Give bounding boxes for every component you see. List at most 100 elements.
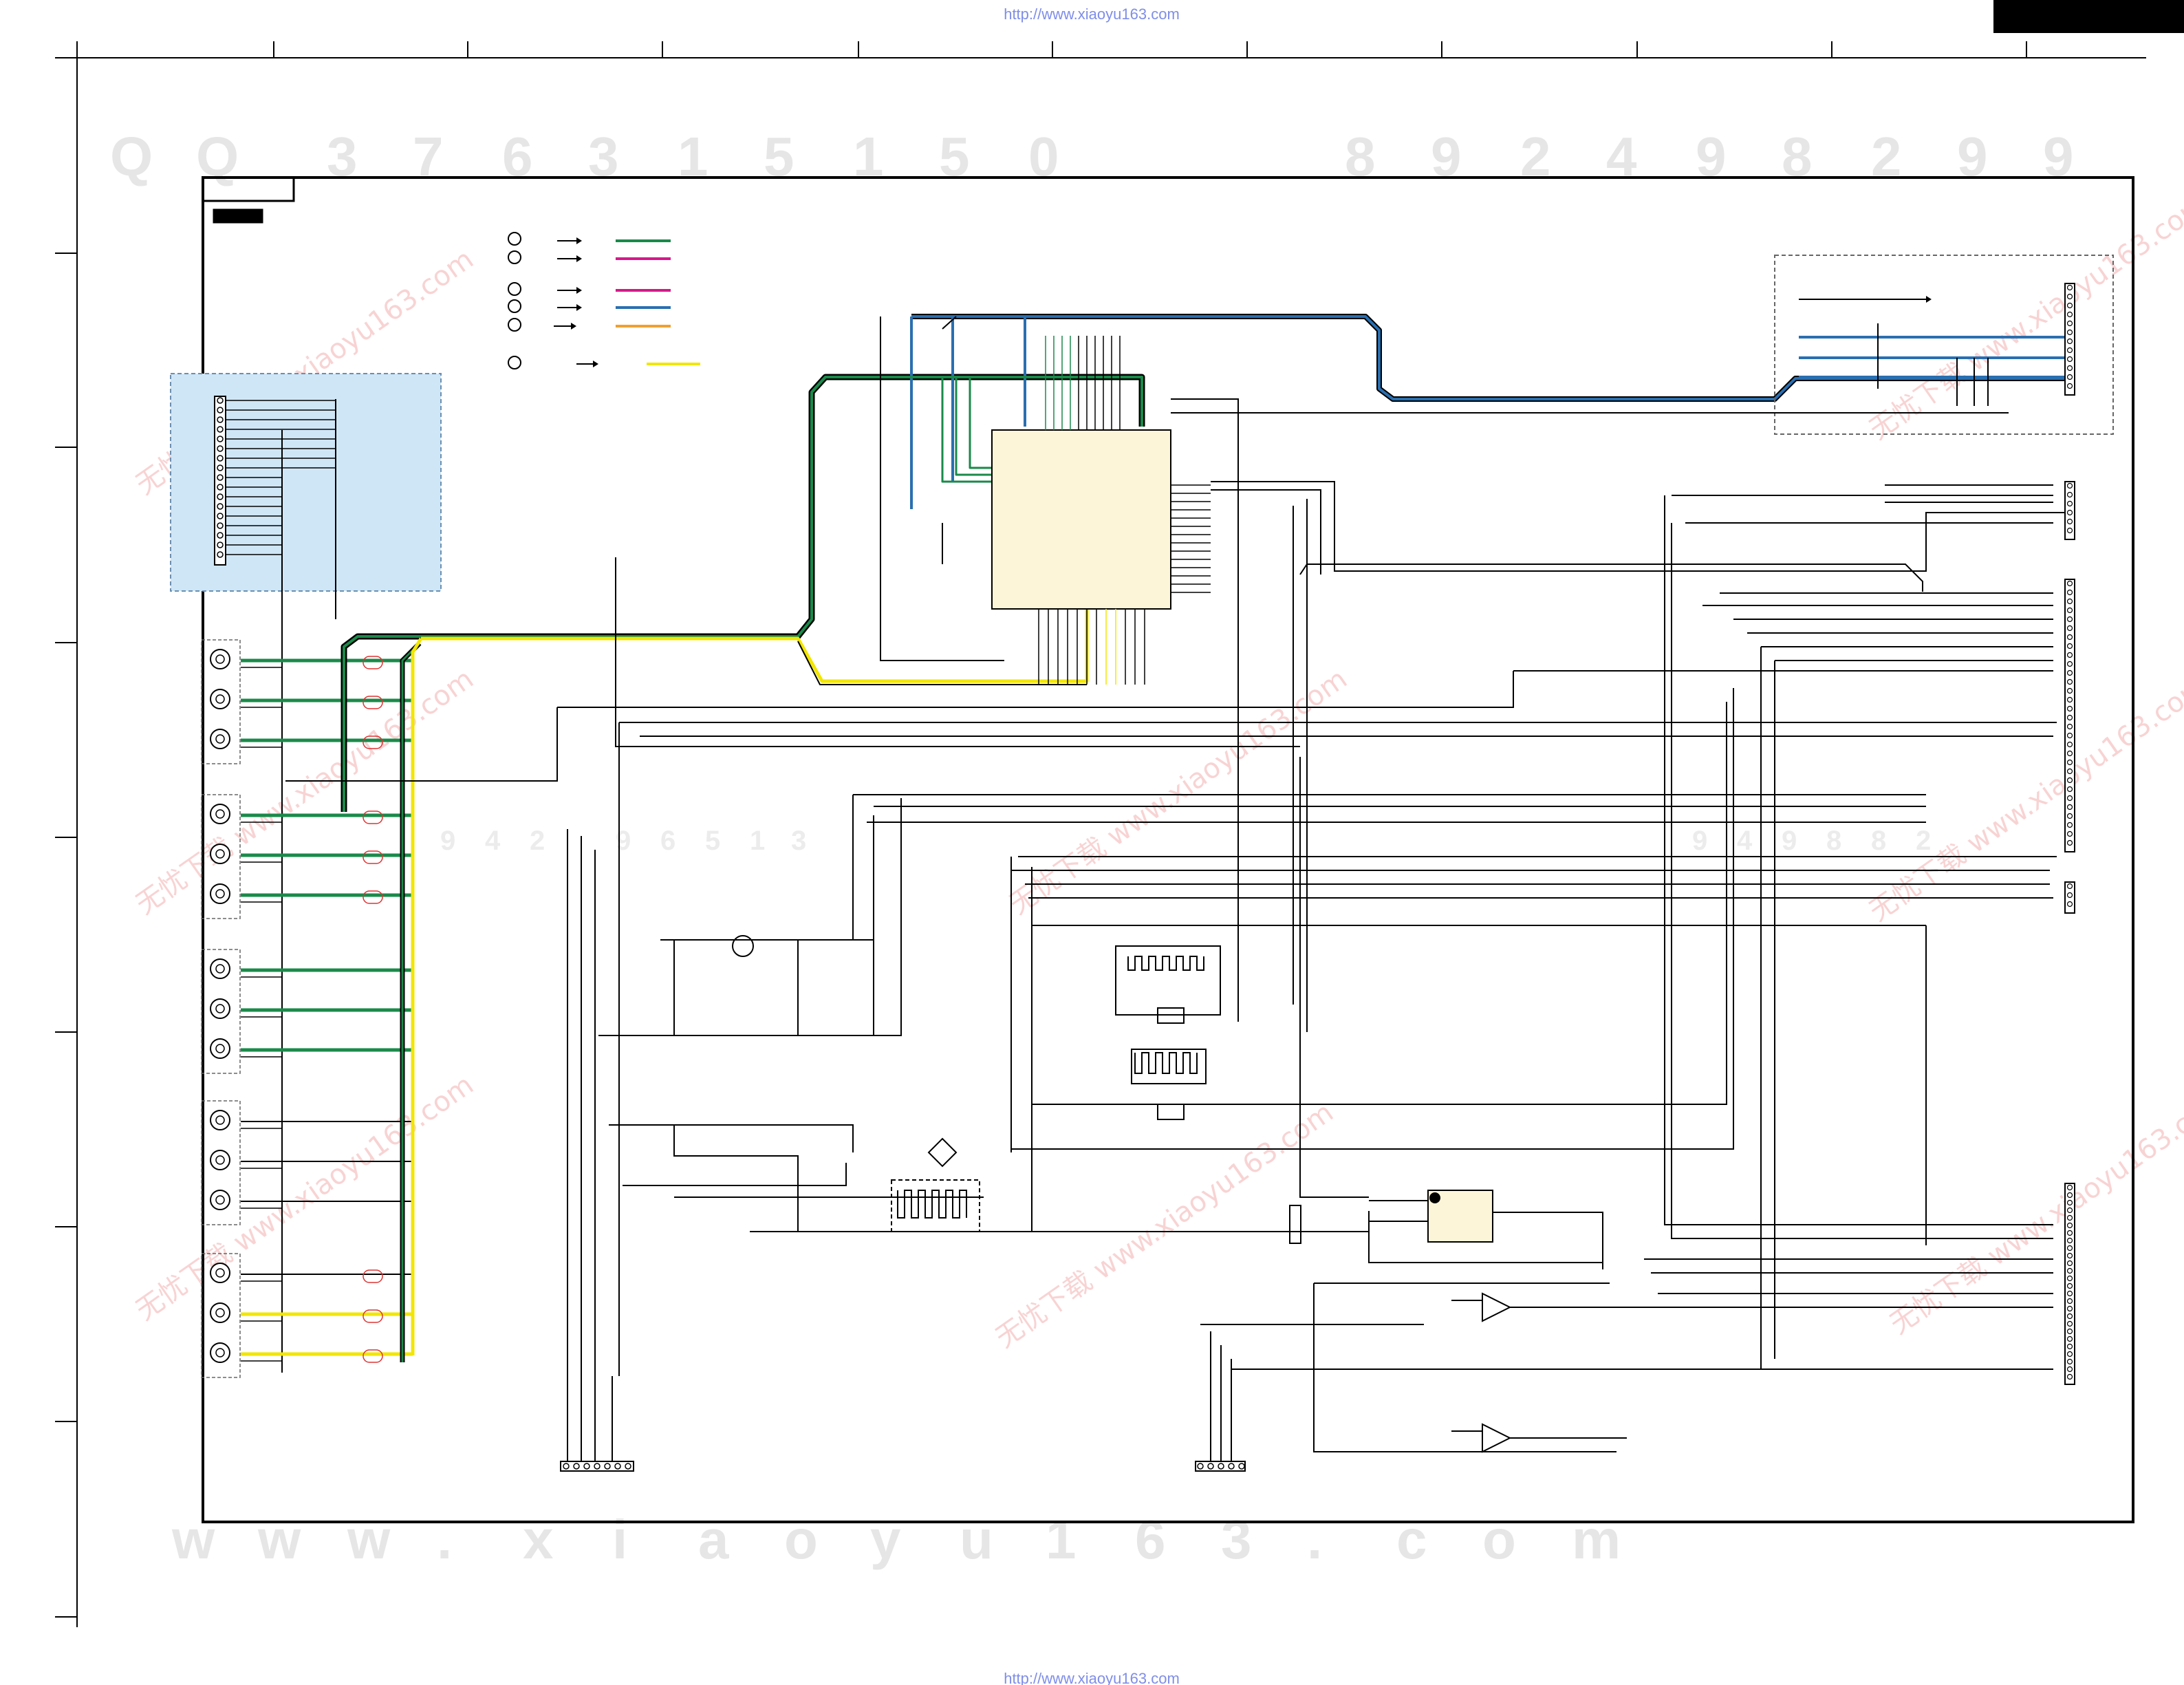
connector-pin <box>2066 768 2073 775</box>
svg-text:无忧下载 www.xiaoyu163.com: 无忧下载 www.xiaoyu163.com <box>1884 1083 2184 1340</box>
connector-pin <box>2066 338 2073 345</box>
connector-pin <box>2066 839 2073 846</box>
connector-pin <box>217 407 224 414</box>
red-annotation <box>363 850 383 864</box>
connector-pin <box>2066 1252 2073 1259</box>
connector-pin <box>2066 1290 2073 1297</box>
right-connectors <box>2064 283 2075 1385</box>
connector-pin <box>2066 1222 2073 1229</box>
svg-text:无忧下载 www.xiaoyu163.com: 无忧下载 www.xiaoyu163.com <box>1863 189 2184 446</box>
svg-text:y: y <box>870 1509 942 1570</box>
header-url[interactable]: http://www.xiaoyu163.com <box>1004 6 1180 23</box>
rca-jack-center <box>215 1195 225 1205</box>
svg-text:u: u <box>960 1509 1035 1570</box>
svg-text:无忧下载 www.xiaoyu163.com: 无忧下载 www.xiaoyu163.com <box>1863 670 2184 927</box>
right-top-connector-box <box>1774 255 2114 435</box>
connector-pin <box>2066 634 2073 641</box>
red-annotation <box>363 656 383 669</box>
connector-pin <box>2066 365 2073 372</box>
connector-pin <box>2066 302 2073 309</box>
connector-pin <box>2066 500 2073 507</box>
connector-pin <box>2066 607 2073 614</box>
wire <box>1299 564 1923 592</box>
connector-pin <box>2066 1199 2073 1206</box>
footer-url[interactable]: http://www.xiaoyu163.com <box>1004 1670 1180 1685</box>
svg-text:3: 3 <box>791 826 834 856</box>
ic-pins <box>1038 336 1211 685</box>
connector-pin <box>1238 1463 1245 1470</box>
svg-text:w: w <box>257 1509 342 1570</box>
legend-item <box>508 250 671 264</box>
connector-pin <box>217 551 224 558</box>
connector-pin <box>2066 643 2073 650</box>
watermark-mid-digits: 9 4 2 9 6 5 1 3 9 4 9 8 8 2 <box>440 826 1931 856</box>
connector-pin <box>217 426 224 433</box>
connector-pin <box>2066 284 2073 291</box>
wire <box>623 1163 847 1186</box>
rca-jack-center <box>215 1308 225 1318</box>
legend-item <box>508 318 671 332</box>
connector-pin <box>2066 669 2073 676</box>
rca-jack-center <box>215 1044 225 1053</box>
connector-pin <box>2066 356 2073 363</box>
connector-pin <box>2066 320 2073 327</box>
rca-jack-center <box>215 1268 225 1278</box>
wire <box>673 1125 799 1232</box>
rca-jack-center <box>215 849 225 859</box>
connector-pin <box>217 493 224 500</box>
connector-pin <box>2066 759 2073 766</box>
svg-text:无忧下载 www.xiaoyu163.com: 无忧下载 www.xiaoyu163.com <box>990 1097 1339 1354</box>
wire <box>1299 757 1369 1198</box>
connector-pin <box>2066 1230 2073 1236</box>
svg-text:a: a <box>698 1509 770 1570</box>
connector-pin <box>2066 383 2073 389</box>
connector-pin <box>217 436 224 442</box>
connector-pin <box>2066 1214 2073 1221</box>
connector-pin <box>2066 509 2073 516</box>
red-annotation <box>363 811 383 824</box>
connector-pin <box>1218 1463 1224 1470</box>
svg-text:1: 1 <box>1046 1509 1118 1570</box>
rca-jack-center <box>215 734 225 744</box>
connector-pin <box>2066 1328 2073 1335</box>
svg-text:9: 9 <box>1692 826 1735 856</box>
svg-text:m: m <box>1572 1509 1662 1570</box>
rca-jack-center <box>215 964 225 974</box>
svg-text:9: 9 <box>616 826 658 856</box>
connector-pin <box>2066 518 2073 525</box>
connector-pin <box>2066 714 2073 721</box>
svg-text:3: 3 <box>1221 1509 1293 1570</box>
connector-pin <box>217 522 224 529</box>
watermark-bottom-text: w w w . x i a o y u 1 6 3 . c o m <box>171 1509 1662 1570</box>
ruler-frame <box>55 41 2146 1627</box>
connector-pin <box>2066 901 2073 908</box>
wire <box>1313 1283 1617 1452</box>
connector-pin <box>2066 527 2073 534</box>
connector-pin <box>2066 482 2073 489</box>
connector-pin <box>2066 813 2073 819</box>
jack-group-frame <box>201 1100 241 1225</box>
connector-pin <box>217 474 224 481</box>
rca-jack-center <box>215 1348 225 1357</box>
connector-pin <box>2066 580 2073 587</box>
connector-pin <box>217 484 224 491</box>
wire <box>1211 489 1321 575</box>
rca-jack-center <box>215 654 225 664</box>
connector-pin <box>217 513 224 519</box>
connector-pin <box>2066 311 2073 318</box>
connector-pin <box>1228 1463 1235 1470</box>
connector-pin <box>2066 1237 2073 1244</box>
connector-pin <box>583 1463 590 1470</box>
svg-text:i: i <box>612 1509 669 1570</box>
connector-pin <box>2066 804 2073 811</box>
connector-pin <box>594 1463 601 1470</box>
svg-text:无忧下载 www.xiaoyu163.com: 无忧下载 www.xiaoyu163.com <box>130 1069 479 1327</box>
wire <box>1032 702 1727 1105</box>
wire <box>1664 495 2053 1225</box>
svg-text:4: 4 <box>1737 826 1780 856</box>
connector-pin <box>2066 741 2073 748</box>
svg-text:5: 5 <box>705 826 748 856</box>
connector-pin <box>614 1463 621 1470</box>
connector-pin <box>2066 652 2073 658</box>
